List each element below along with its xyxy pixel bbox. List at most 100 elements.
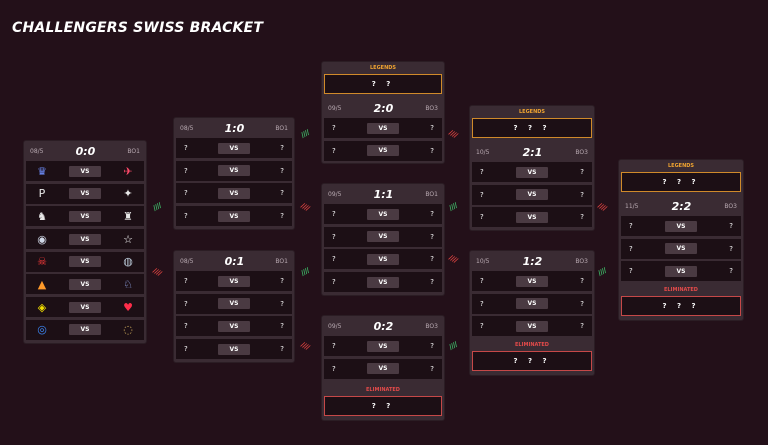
skull-team-logo-icon: ☠: [37, 255, 47, 269]
round-format: BO1: [275, 124, 288, 132]
vs-badge: VS: [218, 298, 250, 310]
round-date: 08/5: [180, 257, 194, 265]
match-row[interactable]: ?VS?: [324, 358, 442, 379]
round-1-2-panel: 10/5 1:2 BO3 ?VS??VS??VS? ELIMINATED ? ?…: [470, 251, 594, 376]
unknown-team: ?: [430, 124, 434, 132]
round-header: 08/5 0:0 BO1: [24, 141, 146, 161]
legends-slot: ? ? ?: [472, 118, 592, 138]
unknown-team: ?: [280, 189, 284, 198]
vs-badge: VS: [218, 320, 250, 332]
vs-badge: VS: [69, 233, 101, 245]
round-header: 08/5 0:1 BO1: [174, 251, 294, 271]
match-row[interactable]: ?VS?: [472, 316, 592, 337]
unknown-team: ?: [580, 168, 584, 176]
match-row[interactable]: ?VS?: [324, 140, 442, 161]
win-arrow: ////: [299, 266, 311, 278]
match-row[interactable]: ◎VS◌: [26, 319, 144, 340]
unknown-team: ?: [332, 146, 336, 155]
p-team-logo-icon: P: [38, 187, 46, 201]
round-format: BO3: [575, 148, 588, 156]
unknown-team: ?: [629, 267, 633, 276]
round-0-1-panel: 08/5 0:1 BO1 ?VS??VS??VS??VS?: [174, 251, 294, 362]
round-date: 10/5: [476, 257, 490, 265]
round-date: 09/5: [328, 190, 342, 198]
match-row[interactable]: ?VS?: [324, 204, 442, 224]
round-record: 1:1: [373, 187, 394, 201]
unknown-team: ?: [332, 278, 336, 287]
vs-badge: VS: [516, 166, 548, 178]
eliminated-label: ELIMINATED: [515, 342, 549, 349]
match-row[interactable]: ◈VS♥: [26, 297, 144, 318]
match-row[interactable]: ?VS?: [176, 206, 292, 227]
round-record: 0:0: [75, 144, 96, 158]
vs-badge: VS: [218, 165, 250, 177]
round-record: 1:0: [224, 121, 245, 135]
unknown-team: ?: [184, 144, 188, 152]
match-row[interactable]: ?VS?: [176, 138, 292, 158]
vs-badge: VS: [218, 343, 250, 355]
match-row[interactable]: ?VS?: [176, 339, 292, 360]
loss-arrow: ////: [299, 340, 311, 352]
unknown-team: ?: [729, 267, 733, 276]
match-row[interactable]: ?VS?: [324, 249, 442, 270]
g2-team-logo-icon: ♞: [37, 209, 47, 223]
match-row[interactable]: ?VS?: [621, 238, 741, 259]
vs-badge: VS: [516, 298, 548, 310]
match-row[interactable]: ?VS?: [176, 160, 292, 181]
match-row[interactable]: ?VS?: [621, 261, 741, 282]
unknown-team: ?: [629, 244, 633, 253]
crown-team-logo-icon: ♛: [37, 164, 47, 178]
unknown-team: ?: [480, 213, 484, 222]
round-format: BO1: [425, 190, 438, 198]
round-record: 1:2: [522, 254, 543, 268]
vs-badge: VS: [218, 187, 250, 199]
round-format: BO3: [575, 257, 588, 265]
unknown-team: ?: [184, 299, 188, 308]
win-arrow: ////: [447, 340, 459, 352]
match-row[interactable]: ♞VS♜: [26, 206, 144, 227]
round-record: 0:2: [373, 319, 394, 333]
match-row[interactable]: ?VS?: [176, 316, 292, 337]
match-row[interactable]: ◉VS☆: [26, 229, 144, 250]
match-row[interactable]: ?VS?: [324, 226, 442, 247]
vs-badge: VS: [69, 165, 101, 177]
triangle-team-logo-icon: ▲: [37, 277, 47, 291]
match-row[interactable]: ☠VS◍: [26, 251, 144, 272]
vs-badge: VS: [516, 189, 548, 201]
vs-badge: VS: [367, 276, 399, 288]
match-row[interactable]: ?VS?: [621, 216, 741, 236]
round-header: 11/5 2:2 BO3: [619, 196, 743, 216]
match-row[interactable]: ?VS?: [472, 271, 592, 291]
unknown-team: ?: [430, 210, 434, 218]
match-row[interactable]: ?VS?: [324, 118, 442, 138]
match-row[interactable]: ?VS?: [472, 207, 592, 228]
round-date: 08/5: [180, 124, 194, 132]
match-row[interactable]: ▲VS♘: [26, 274, 144, 295]
win-arrow: ////: [299, 128, 311, 140]
match-row[interactable]: ?VS?: [176, 271, 292, 291]
vs-badge: VS: [69, 301, 101, 313]
match-row[interactable]: ?VS?: [176, 183, 292, 204]
round-format: BO1: [275, 257, 288, 265]
match-row[interactable]: ?VS?: [324, 272, 442, 293]
match-row[interactable]: ?VS?: [472, 293, 592, 314]
match-row[interactable]: ?VS?: [472, 162, 592, 182]
unknown-team: ?: [332, 210, 336, 218]
unknown-team: ?: [580, 299, 584, 308]
match-row[interactable]: ♛VS✈: [26, 161, 144, 181]
match-row[interactable]: ?VS?: [176, 293, 292, 314]
unknown-team: ?: [280, 166, 284, 175]
unknown-team: ?: [332, 232, 336, 241]
eliminated-label: ELIMINATED: [366, 386, 400, 393]
legends-label: LEGENDS: [667, 163, 695, 169]
unknown-team: ?: [430, 232, 434, 241]
vs-badge: VS: [367, 363, 399, 375]
match-row[interactable]: ?VS?: [324, 336, 442, 356]
loss-arrow: ////: [447, 128, 459, 140]
vs-badge: VS: [516, 275, 548, 287]
vs-badge: VS: [218, 275, 250, 287]
unknown-team: ?: [184, 322, 188, 331]
round-0-2-panel: 09/5 0:2 BO3 ?VS??VS? ELIMINATED ? ?: [322, 316, 444, 420]
match-row[interactable]: ?VS?: [472, 184, 592, 205]
